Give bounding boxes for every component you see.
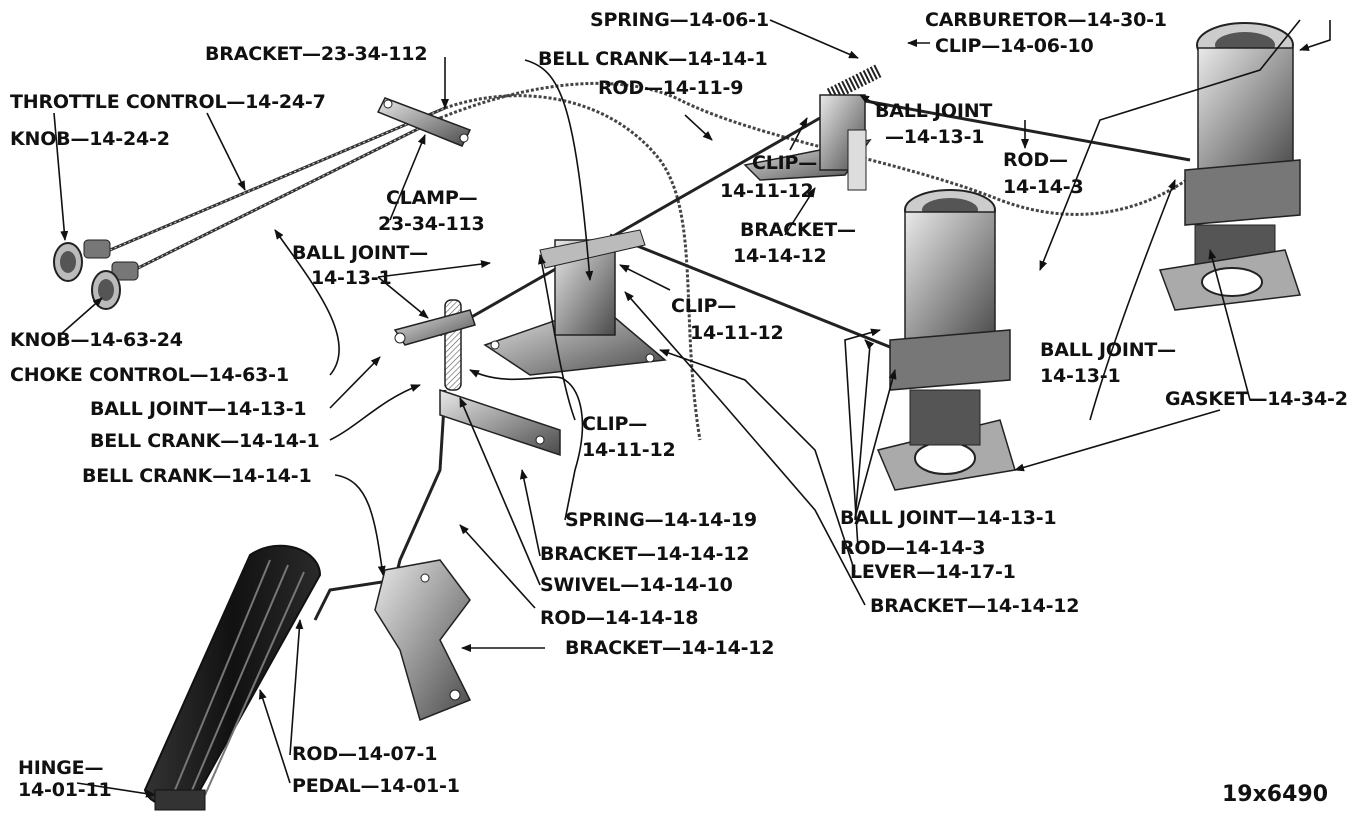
swivel-label: SWIVEL—14-14-10 (540, 574, 733, 596)
ball-joint-right-label: BALL JOINT— (1040, 339, 1176, 361)
bracket-mid-label: BRACKET— (740, 219, 856, 241)
bracket-left (439, 388, 561, 457)
throttle-control-cable (109, 94, 702, 441)
carburetor-label: CARBURETOR—14-30-1 (925, 9, 1167, 31)
choke-control-cable (129, 82, 1201, 274)
knob-14-24-2-label: KNOB—14-24-2 (10, 128, 170, 150)
rod-14-14-3-top-number: 14-14-3 (1003, 176, 1084, 198)
rod-14-14-3-bottom-label: ROD—14-14-3 (840, 537, 986, 559)
dash-bracket (376, 97, 472, 147)
spring-14-06-1-label: SPRING—14-06-1 (590, 9, 769, 31)
choke-knob (91, 261, 139, 310)
throttle-knob (53, 239, 111, 282)
ball-joint-top-label: BALL JOINT (875, 100, 993, 122)
rod-14-14-18 (393, 389, 447, 581)
spring-14-06-1 (826, 63, 884, 102)
accelerator-pedal (143, 544, 322, 811)
choke-control-label: CHOKE CONTROL—14-63-1 (10, 364, 289, 386)
ball-joint-right-number: 14-13-1 (1040, 365, 1121, 387)
knob-14-63-24-label: KNOB—14-63-24 (10, 329, 183, 351)
ball-joint-left-label: BALL JOINT—14-13-1 (90, 398, 307, 420)
carburetor-rear (1158, 22, 1302, 311)
clip-top-label: CLIP— (752, 152, 818, 174)
rod-14-11-9 (439, 116, 821, 337)
ball-joint-bottom-label: BALL JOINT—14-13-1 (840, 507, 1057, 529)
figure-number: 19x6490 (1222, 782, 1329, 807)
lever-label: LEVER—14-17-1 (850, 561, 1016, 583)
pedal-label: PEDAL—14-01-1 (292, 775, 460, 797)
hinge-number: 14-01-11 (18, 779, 112, 801)
bell-crank-left-1-label: BELL CRANK—14-14-1 (90, 430, 320, 452)
ball-joint-top-left-label: BALL JOINT— (292, 242, 428, 264)
clamp-number-label: 23-34-113 (378, 213, 485, 235)
clip-mid-number: 14-11-12 (690, 322, 784, 344)
clamp-label: CLAMP— (386, 187, 478, 209)
rod-14-14-3-top-label: ROD— (1003, 149, 1068, 171)
gasket-label: GASKET—14-34-2 (1165, 388, 1348, 410)
rod-14-14-18-label: ROD—14-14-18 (540, 607, 699, 629)
bracket-top (743, 94, 872, 191)
bracket-23-34-112-label: BRACKET—23-34-112 (205, 43, 428, 65)
ball-joint-top-number: —14-13-1 (885, 126, 985, 148)
bracket-center (483, 229, 667, 376)
ball-joint-top-left-number: 14-13-1 (311, 267, 392, 289)
carburetor-front (876, 189, 1016, 491)
spring-14-14-19-label: SPRING—14-14-19 (565, 509, 757, 531)
bracket-low-2-label: BRACKET—14-14-12 (565, 637, 775, 659)
bell-crank-left-2-label: BELL CRANK—14-14-1 (82, 465, 312, 487)
bell-crank-top-label: BELL CRANK—14-14-1 (538, 48, 768, 70)
rod-14-07-1-label: ROD—14-07-1 (292, 743, 438, 765)
bell-crank-left (393, 309, 476, 346)
rod-14-07-1 (313, 578, 396, 621)
leader-lines (53, 19, 1331, 798)
clip-low-number: 14-11-12 (582, 439, 676, 461)
pedal-bracket (374, 559, 472, 722)
clip-top-number: 14-11-12 (720, 180, 814, 202)
hinge-label: HINGE— (18, 757, 104, 779)
bracket-bottom-label: BRACKET—14-14-12 (870, 595, 1080, 617)
clip-14-06-10-label: CLIP—14-06-10 (935, 35, 1094, 57)
clip-mid-label: CLIP— (671, 295, 737, 317)
bracket-low-1-label: BRACKET—14-14-12 (540, 543, 750, 565)
throttle-control-label: THROTTLE CONTROL—14-24-7 (10, 91, 326, 113)
bracket-mid-number: 14-14-12 (733, 245, 827, 267)
rod-14-11-9-label: ROD—14-11-9 (598, 77, 744, 99)
clip-low-label: CLIP— (582, 413, 648, 435)
